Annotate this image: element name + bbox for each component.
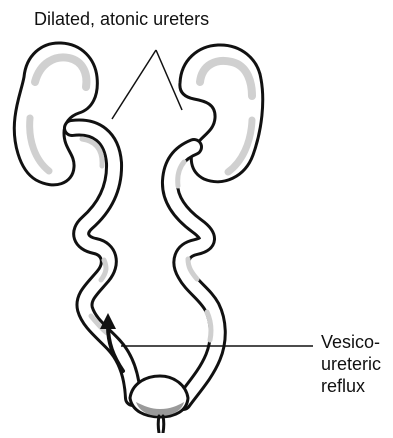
ureters-label: Dilated, atonic ureters (34, 8, 209, 30)
left-ureter (72, 128, 133, 398)
reflux-label-line-1: Vesico- (321, 331, 381, 353)
reflux-label-line-2: ureteric (321, 353, 381, 375)
left-kidney (14, 43, 97, 185)
bladder (130, 376, 188, 433)
reflux-label: Vesico- ureteric reflux (321, 331, 381, 397)
right-kidney (180, 45, 263, 182)
reflux-label-line-3: reflux (321, 375, 381, 397)
right-ureter (170, 147, 218, 402)
